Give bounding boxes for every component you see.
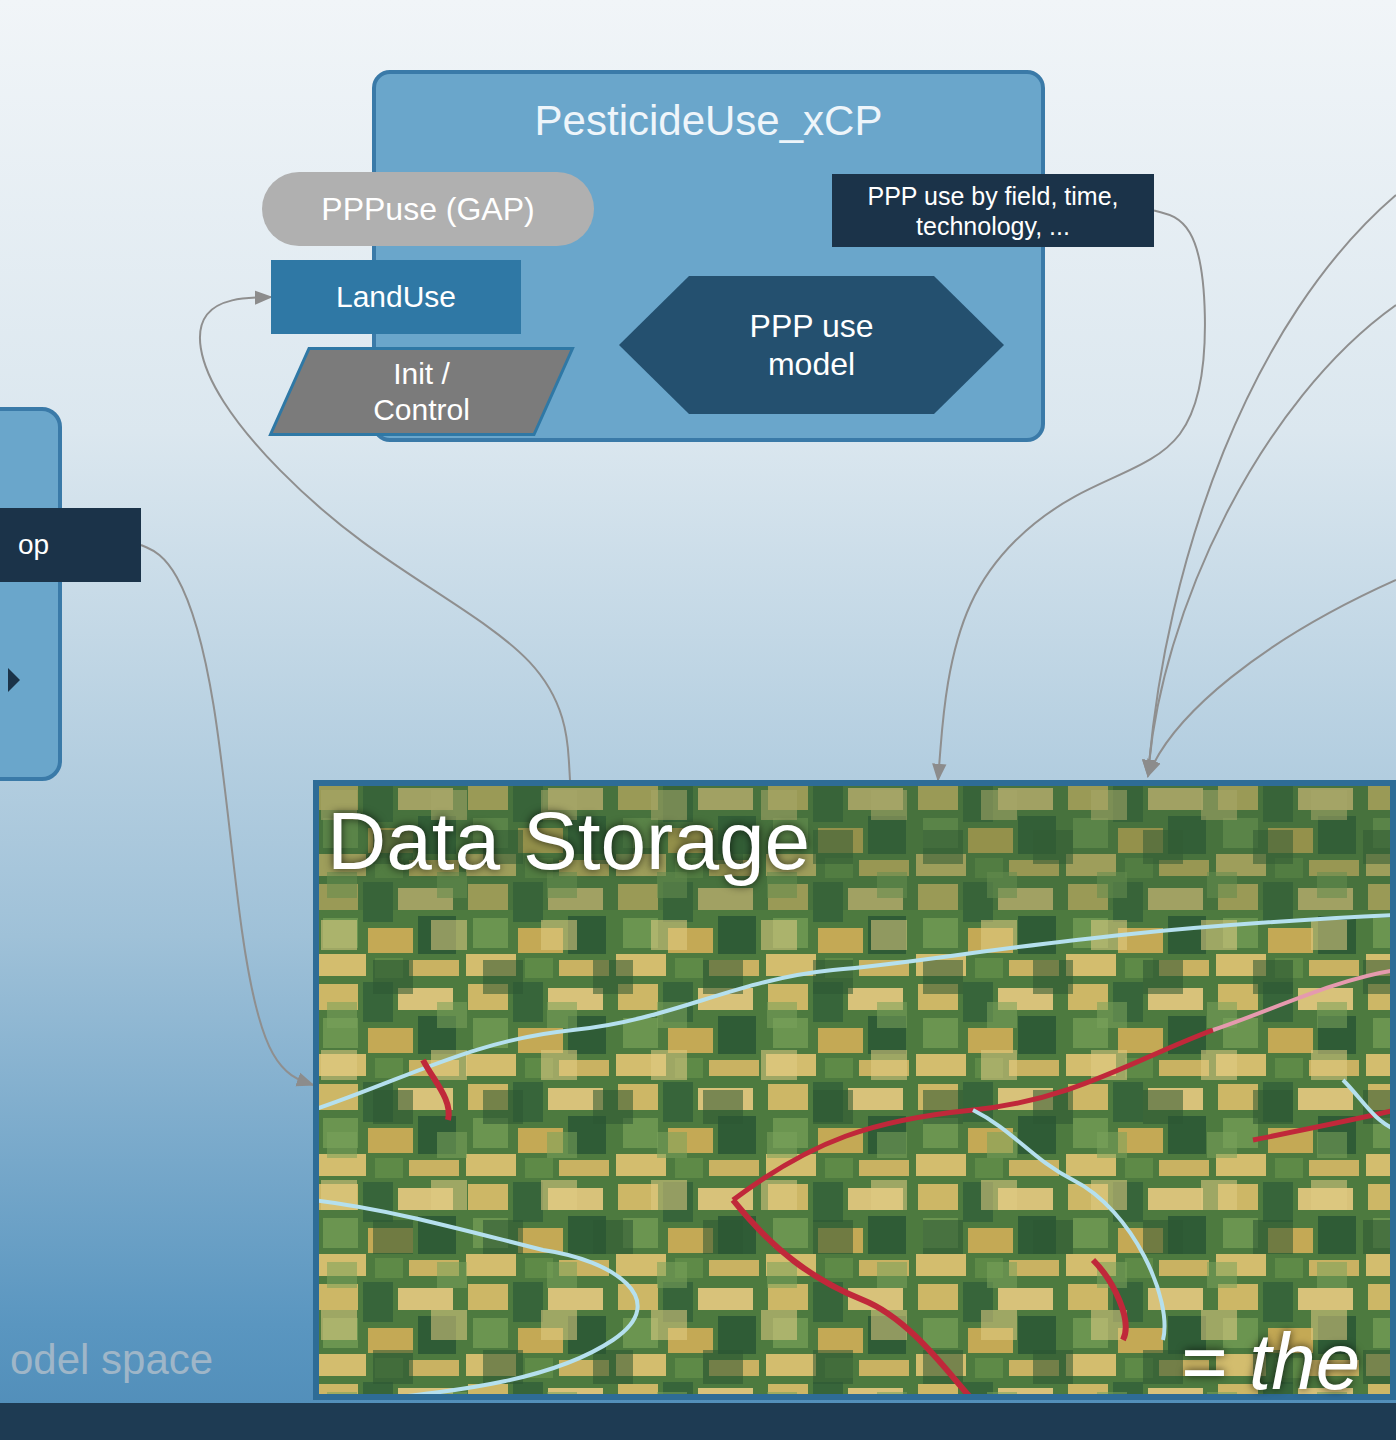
incoming-link-line — [1148, 305, 1396, 776]
node-text: PPP use by field, time, technology, ... — [859, 181, 1127, 241]
node-text: LandUse — [336, 279, 456, 315]
control-parallelogram: Init / Control — [269, 347, 574, 436]
node-text: op — [18, 528, 49, 562]
model-hexagon: PPP use model — [619, 276, 1004, 414]
panel-note: = the — [1180, 1316, 1360, 1408]
component-box: PesticideUse_xCPPPPuse (GAP)LandUseInit … — [372, 70, 1045, 442]
output-box: PPP use by field, time, technology, ... — [832, 174, 1154, 247]
model-hexagon-outline — [619, 276, 1004, 414]
flow-arrow — [141, 545, 313, 1085]
incoming-link-line — [1148, 580, 1396, 776]
node-text: PPP use model — [727, 307, 897, 384]
data-storage-panel: Data Storage — [313, 780, 1396, 1400]
partial-model-symbol — [8, 668, 20, 692]
output-box: op — [0, 508, 141, 582]
input-pill: PPPuse (GAP) — [262, 172, 594, 246]
input-box: LandUse — [271, 260, 521, 334]
node-text: PesticideUse_xCP — [535, 96, 883, 146]
bottom-band — [0, 1403, 1396, 1440]
node-text: Init / Control — [352, 356, 492, 428]
node-text: Data Storage — [327, 792, 810, 890]
incoming-link-line — [1148, 195, 1396, 776]
space-label: odel space — [10, 1336, 213, 1384]
node-text: PPPuse (GAP) — [321, 190, 534, 228]
partial-component-box — [0, 409, 60, 779]
